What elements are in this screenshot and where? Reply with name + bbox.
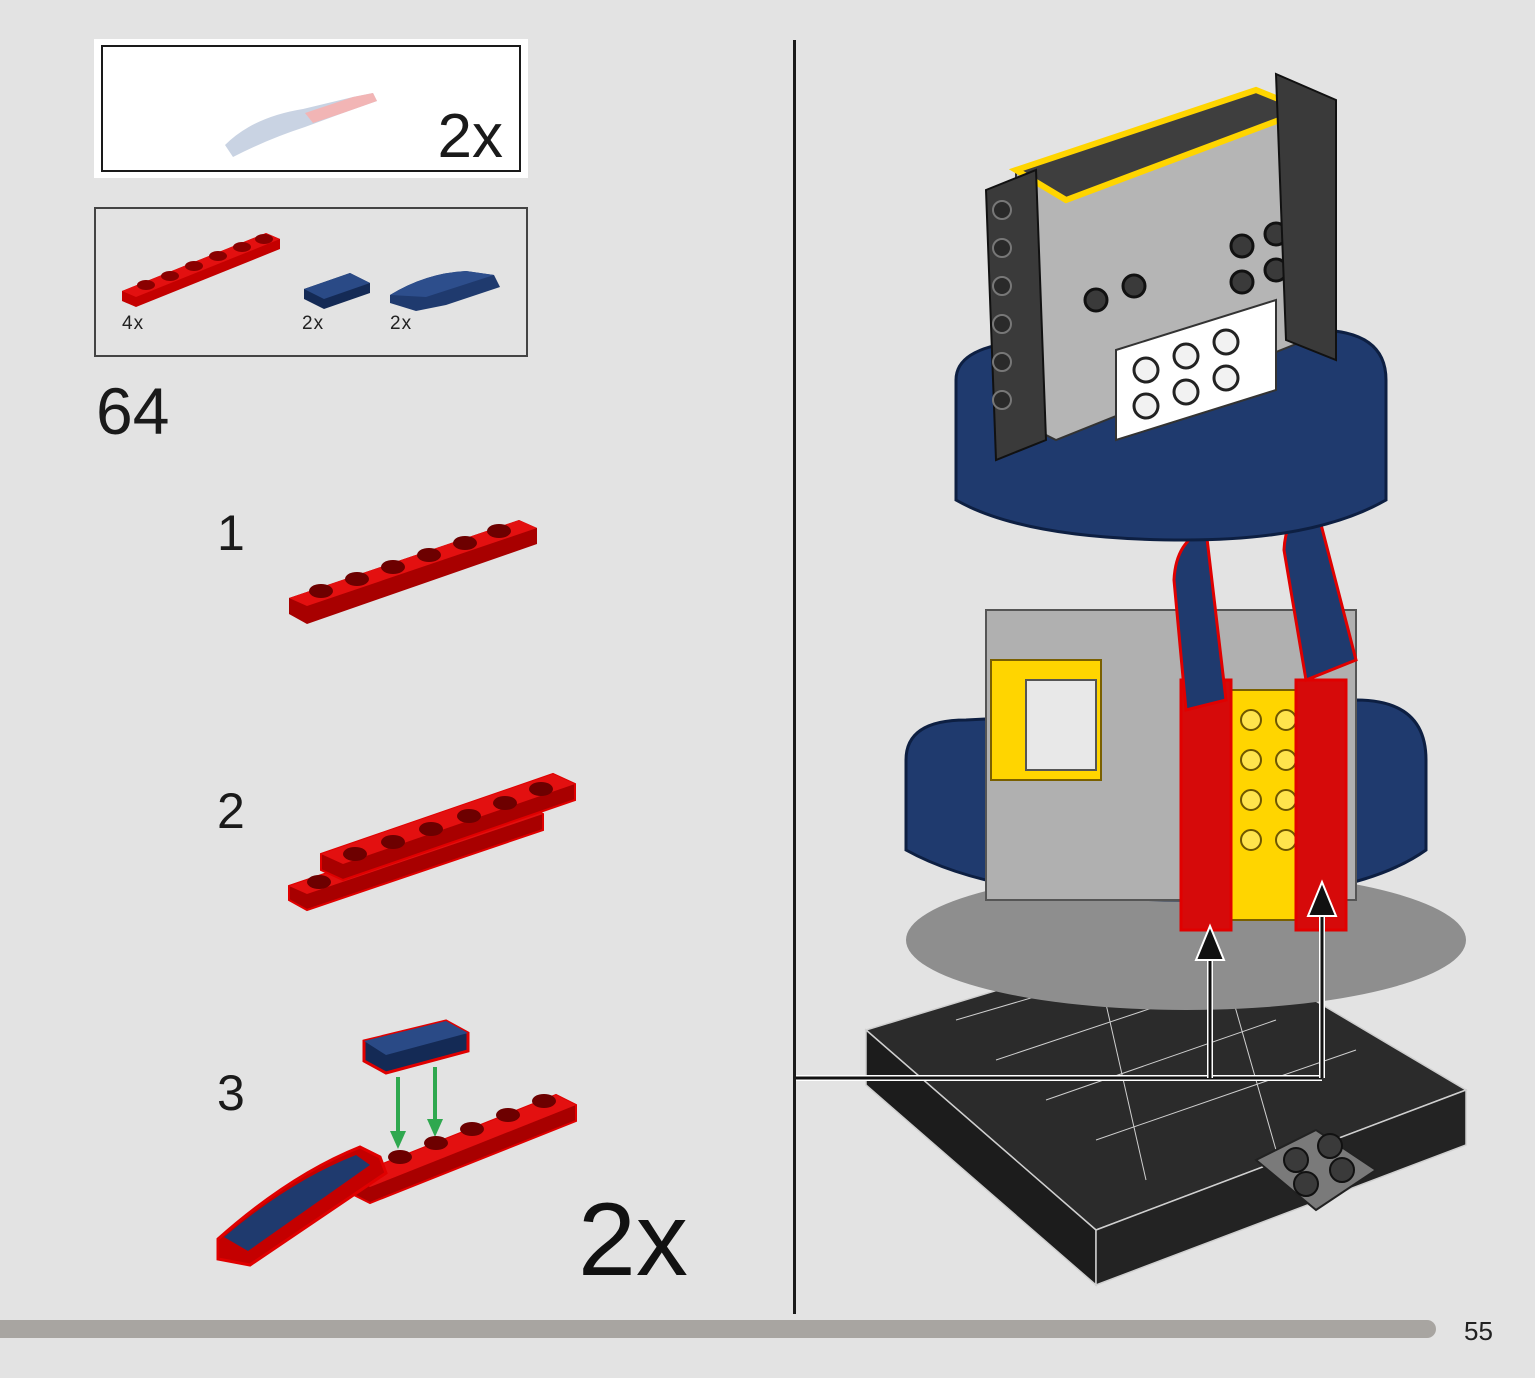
parts-list: 4x 2x 2x bbox=[94, 207, 528, 357]
substep-3-illustration bbox=[216, 1019, 577, 1267]
callout-box: 2x bbox=[94, 39, 528, 178]
blue-curved-slope-part-icon bbox=[390, 271, 500, 311]
page-progress-bar bbox=[0, 1320, 1436, 1338]
callout-inner-frame: 2x bbox=[101, 45, 521, 172]
page-number: 55 bbox=[1464, 1316, 1493, 1346]
substep-1-number: 1 bbox=[217, 505, 245, 561]
substep-2-illustration bbox=[288, 772, 576, 912]
substep-3-number: 3 bbox=[217, 1065, 245, 1121]
step-number: 64 bbox=[96, 374, 170, 448]
main-model-illustration bbox=[796, 72, 1468, 1287]
panel-divider bbox=[793, 40, 796, 1314]
callout-multiplier: 2x bbox=[437, 102, 503, 171]
blue-tile-qty: 2x bbox=[302, 313, 325, 334]
callout-submodel-icon bbox=[225, 93, 377, 157]
blue-tile-part-icon bbox=[304, 273, 370, 309]
substep-1-illustration bbox=[289, 520, 537, 624]
blue-curved-slope-qty: 2x bbox=[390, 313, 413, 334]
red-plate-part-icon bbox=[122, 233, 280, 307]
substep-2-number: 2 bbox=[217, 783, 245, 839]
step-multiplier: 2x bbox=[578, 1182, 688, 1298]
red-plate-qty: 4x bbox=[122, 313, 145, 334]
